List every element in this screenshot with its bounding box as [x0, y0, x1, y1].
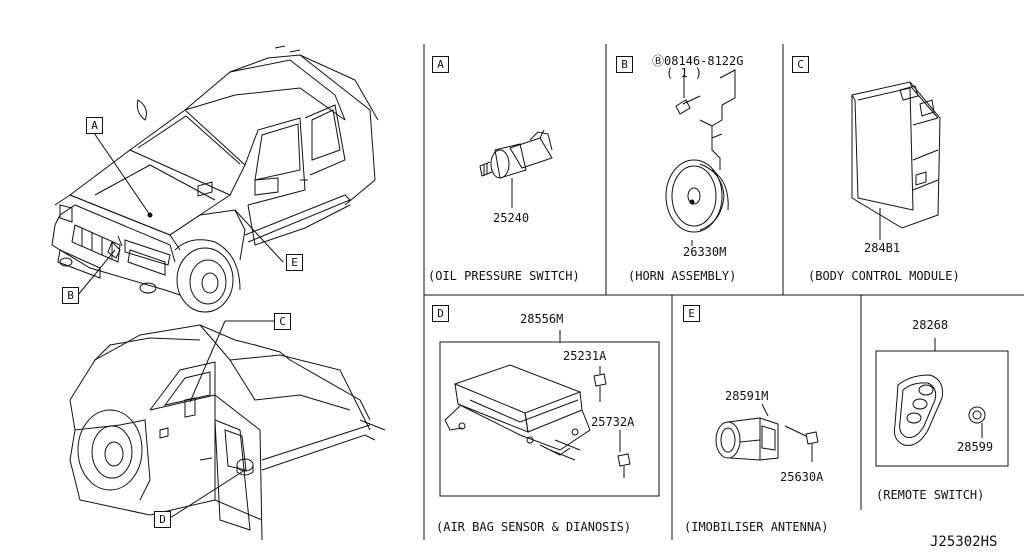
part-number-25231a[interactable]: 25231A: [563, 349, 607, 363]
part-number-25732a[interactable]: 25732A: [591, 415, 635, 429]
part-number-25630a[interactable]: 25630A: [780, 470, 824, 484]
immobiliser-antenna-drawing: [715, 403, 819, 462]
airbag-sensor-drawing: [439, 330, 660, 497]
panel-c-letter: C: [792, 56, 809, 73]
truck-rear-view: [69, 324, 386, 541]
bcm-drawing: [851, 81, 941, 240]
diagram-id: J25302HS: [930, 534, 998, 550]
truck-front-view: [51, 45, 379, 313]
panel-a-caption: (OIL PRESSURE SWITCH): [428, 269, 580, 283]
panel-e-letter: E: [683, 305, 700, 322]
remote-switch-drawing: [875, 338, 1009, 467]
panel-c-caption: (BODY CONTROL MODULE): [808, 269, 960, 283]
panel-d-caption: (AIR BAG SENSOR & DIANOSIS): [436, 520, 632, 534]
panel-d-letter: D: [432, 305, 449, 322]
oil-pressure-switch-drawing: [479, 129, 553, 208]
part-number-28268[interactable]: 28268: [912, 318, 949, 332]
vehicle-leaders: [77, 132, 284, 519]
bolt-ref-08146-8122g[interactable]: Ⓑ08146-8122G: [652, 54, 744, 68]
panel-e-caption: (IMOBILISER ANTENNA): [684, 520, 829, 534]
panel-a-letter: A: [432, 56, 449, 73]
part-number-284b1[interactable]: 284B1: [864, 241, 901, 255]
part-number-28591m[interactable]: 28591M: [725, 389, 769, 403]
part-number-26330m[interactable]: 26330M: [683, 245, 727, 259]
callout-a[interactable]: A: [86, 117, 103, 134]
panel-grid: [423, 44, 1024, 540]
part-number-25240[interactable]: 25240: [493, 211, 530, 225]
callout-c[interactable]: C: [274, 313, 291, 330]
panel-f-caption: (REMOTE SWITCH): [876, 488, 985, 502]
callout-e[interactable]: E: [286, 254, 303, 271]
part-number-28599[interactable]: 28599: [957, 440, 994, 454]
panel-b-letter: B: [616, 56, 633, 73]
horn-drawing: [665, 69, 736, 246]
part-number-28556m[interactable]: 28556M: [520, 312, 564, 326]
bolt-qty: ( 1 ): [666, 66, 703, 80]
callout-d[interactable]: D: [154, 511, 171, 528]
callout-b[interactable]: B: [62, 287, 79, 304]
panel-b-caption: (HORN ASSEMBLY): [628, 269, 737, 283]
